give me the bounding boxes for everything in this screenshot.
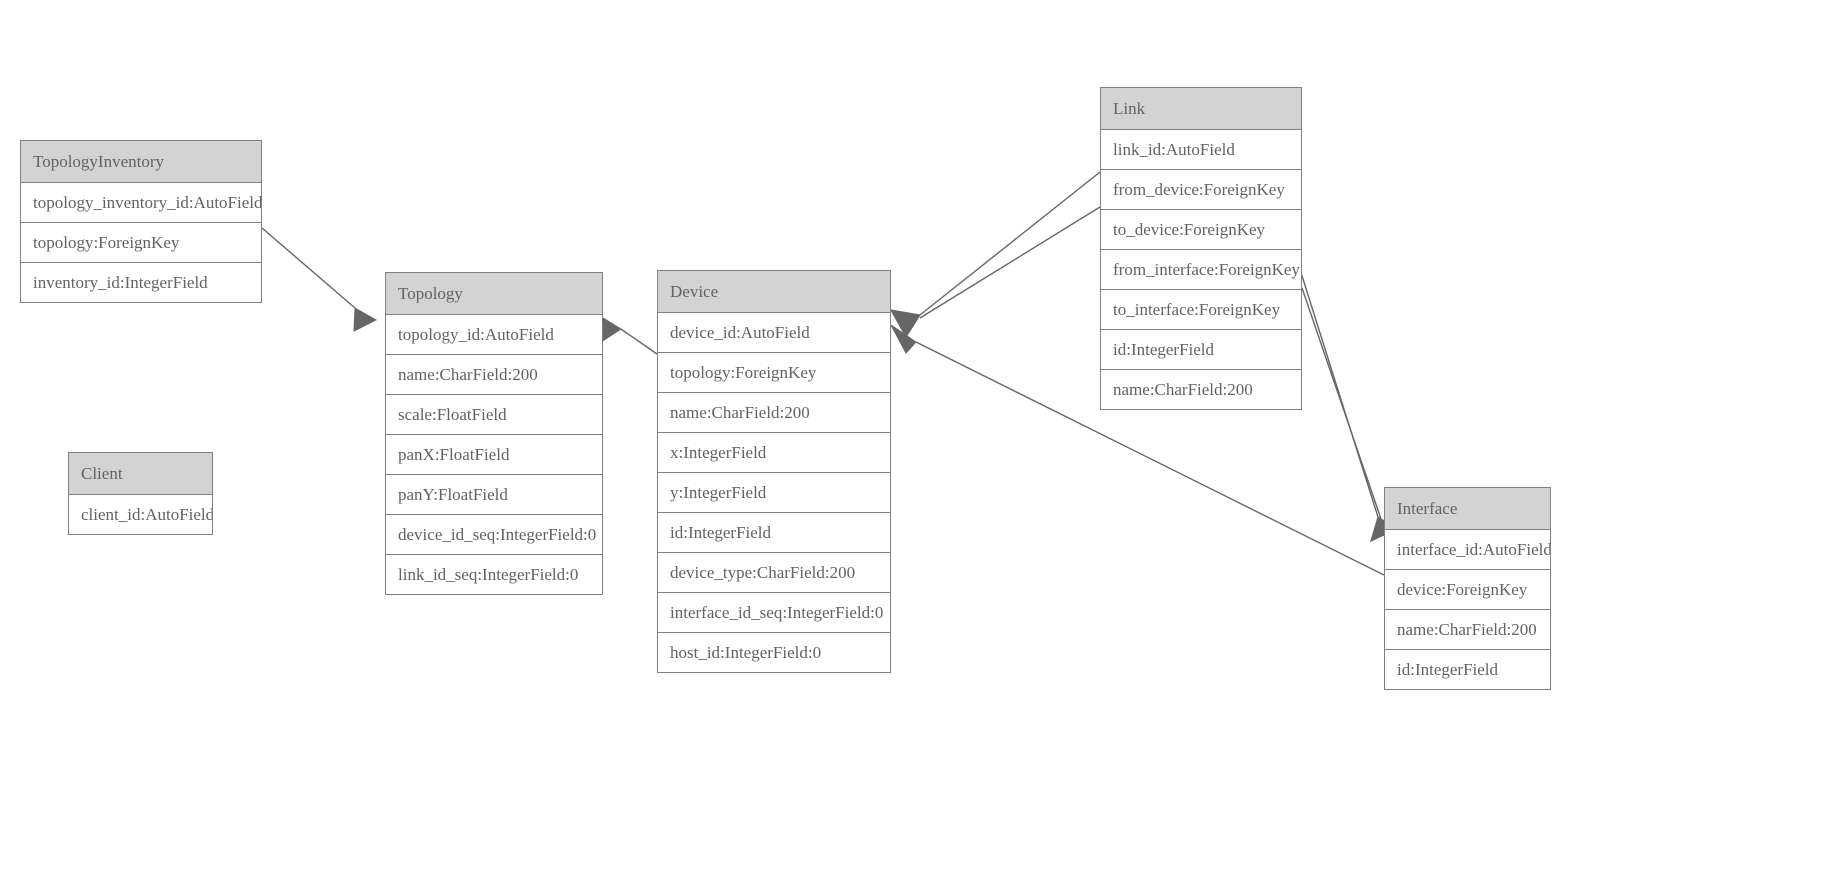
entity-field-row[interactable]: from_device:ForeignKey [1101, 170, 1301, 210]
entity-title-link: Link [1101, 88, 1301, 130]
entity-field-row[interactable]: topology:ForeignKey [658, 353, 890, 393]
relationship-arrowhead [890, 309, 921, 338]
entity-field-row[interactable]: name:CharField:200 [658, 393, 890, 433]
relationship-edge [261, 227, 378, 332]
entity-field-row[interactable]: device_id:AutoField [658, 313, 890, 353]
entity-field-row[interactable]: name:CharField:200 [386, 355, 602, 395]
entity-title-interface: Interface [1385, 488, 1550, 530]
entity-field-row[interactable]: from_interface:ForeignKey [1101, 250, 1301, 290]
entity-field-row[interactable]: x:IntegerField [658, 433, 890, 473]
relationship-line [919, 206, 1101, 319]
entity-field-row[interactable]: id:IntegerField [1101, 330, 1301, 370]
entity-field-row[interactable]: panX:FloatField [386, 435, 602, 475]
relationship-line [261, 227, 356, 309]
relationship-edge [890, 206, 1101, 338]
relationship-line [1296, 259, 1379, 518]
entity-field-row[interactable]: link_id_seq:IntegerField:0 [386, 555, 602, 594]
entity-title-device: Device [658, 271, 890, 313]
relationship-line [919, 171, 1101, 316]
entity-field-row[interactable]: name:CharField:200 [1101, 370, 1301, 409]
entity-field-row[interactable]: device:ForeignKey [1385, 570, 1550, 610]
entity-title-topology: Topology [386, 273, 602, 315]
relationship-arrowhead [353, 307, 378, 332]
entity-field-row[interactable]: topology_id:AutoField [386, 315, 602, 355]
entity-field-row[interactable]: topology_inventory_id:AutoField [21, 183, 261, 223]
relationship-arrowhead [600, 317, 622, 343]
entity-field-row[interactable]: scale:FloatField [386, 395, 602, 435]
relationship-arrowhead [890, 324, 917, 354]
entity-field-row[interactable]: id:IntegerField [658, 513, 890, 553]
entity-field-row[interactable]: link_id:AutoField [1101, 130, 1301, 170]
entity-field-row[interactable]: interface_id_seq:IntegerField:0 [658, 593, 890, 633]
entity-field-row[interactable]: y:IntegerField [658, 473, 890, 513]
entity-title-topologyinventory: TopologyInventory [21, 141, 261, 183]
entity-field-row[interactable]: inventory_id:IntegerField [21, 263, 261, 302]
entity-field-row[interactable]: to_device:ForeignKey [1101, 210, 1301, 250]
entity-field-row[interactable]: id:IntegerField [1385, 650, 1550, 689]
entity-field-row[interactable]: interface_id:AutoField [1385, 530, 1550, 570]
entity-field-row[interactable]: to_interface:ForeignKey [1101, 290, 1301, 330]
entity-field-row[interactable]: device_type:CharField:200 [658, 553, 890, 593]
relationship-edge [1301, 287, 1399, 542]
entity-field-row[interactable]: host_id:IntegerField:0 [658, 633, 890, 672]
relationship-line [620, 328, 658, 355]
entity-field-row[interactable]: topology:ForeignKey [21, 223, 261, 263]
entity-field-row[interactable]: client_id:AutoField [69, 495, 212, 534]
relationship-line [1301, 287, 1382, 520]
entity-field-row[interactable]: device_id_seq:IntegerField:0 [386, 515, 602, 555]
relationship-edge [1296, 259, 1399, 542]
entity-field-row[interactable]: panY:FloatField [386, 475, 602, 515]
entity-field-row[interactable]: name:CharField:200 [1385, 610, 1550, 650]
relationship-arrowhead [890, 309, 921, 338]
relationship-edge [890, 171, 1101, 338]
relationship-edge [600, 317, 658, 355]
entity-title-client: Client [69, 453, 212, 495]
